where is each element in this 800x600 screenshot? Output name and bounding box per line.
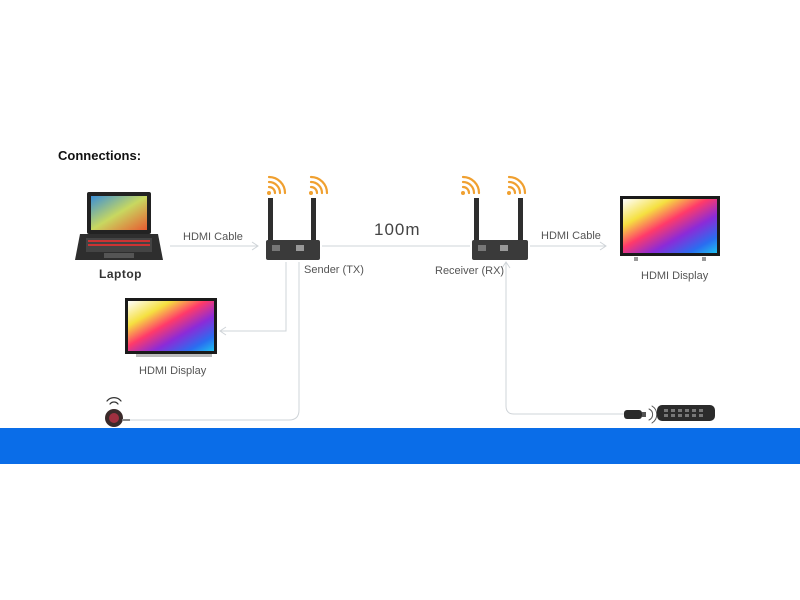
bottom-bar [0, 428, 800, 464]
wifi-icon [267, 175, 287, 195]
hdmi-display-label-right: HDMI Display [641, 270, 709, 282]
hdmi-cable-label-left: HDMI Cable [183, 231, 243, 243]
arrow-head-left [251, 241, 259, 251]
wifi-icon [309, 175, 329, 195]
receiver-unit [472, 198, 528, 260]
hdmi-cable-label-right: HDMI Cable [541, 230, 601, 242]
connection-lines [128, 241, 628, 421]
arrow-head-loop [219, 326, 227, 336]
receiver-label: Receiver (RX) [435, 265, 505, 277]
ir-receiver-icon [105, 397, 130, 427]
wifi-icon [507, 175, 527, 195]
sender-label: Sender (TX) [304, 264, 364, 276]
arrow-head-right [599, 241, 607, 251]
diagram-heading: Connections: [58, 148, 142, 163]
loop-out-line [220, 262, 287, 332]
hdmi-display-icon [125, 298, 217, 357]
remote-control-icon [657, 405, 715, 421]
ir-tx-line [128, 262, 300, 421]
distance-label: 100m [374, 220, 421, 239]
laptop-label: Laptop [99, 267, 142, 281]
ir-rx-line [505, 262, 628, 415]
hdmi-display-icon [620, 196, 720, 261]
arrow-head-rx [501, 261, 511, 269]
ir-emitter-icon [624, 405, 658, 424]
hdmi-display-label-bottom: HDMI Display [139, 365, 207, 377]
wifi-icon [461, 175, 481, 195]
sender-unit [266, 198, 320, 260]
laptop-icon [75, 192, 163, 260]
